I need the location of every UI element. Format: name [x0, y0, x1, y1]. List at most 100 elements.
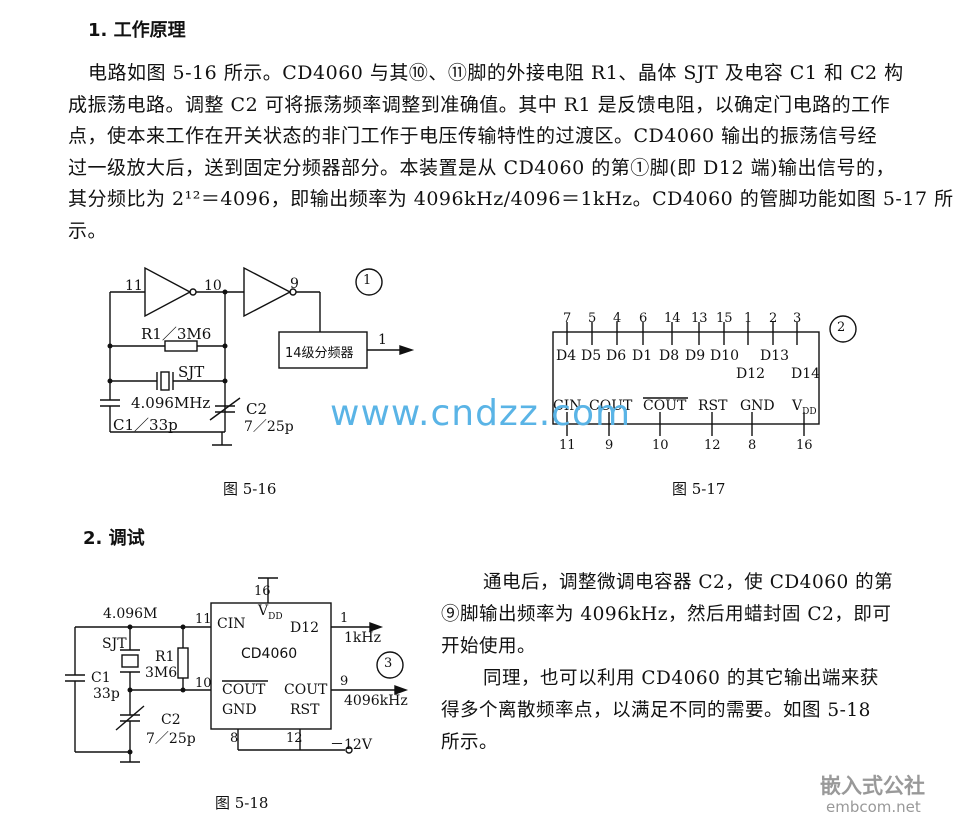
pin-number: 10: [652, 438, 669, 453]
pin-label: CIN: [553, 398, 582, 414]
c1-value-label: 33p: [93, 686, 120, 702]
para-line: 同理，也可以利用 CD4060 的其它输出端来获: [483, 668, 879, 689]
para-line: 成振荡电路。调整 C2 可将振荡频率调整到准确值。其中 R1 是反馈电阻，以确定…: [68, 93, 891, 116]
marker-1-label: 1: [363, 273, 372, 288]
pin-number: 8: [748, 438, 757, 453]
c1-label: C1: [91, 670, 111, 686]
c2-label: C2: [246, 400, 268, 418]
cout-bar-label: COUT: [222, 682, 266, 698]
section2-paragraph: 通电后，调整微调电容器 C2，使 CD4060 的第 ⑨脚输出频率为 4096k…: [441, 567, 893, 759]
para-line: 过一级放大后，送到固定分频器部分。本装置是从 CD4060 的第①脚(即 D12…: [68, 156, 896, 179]
sjt-label: SJT: [102, 636, 127, 652]
para-line: 示。: [68, 219, 108, 242]
pin-number: 15: [716, 311, 733, 326]
brand-name: 嵌入式公社: [820, 774, 925, 798]
pin-label: D1: [632, 348, 653, 364]
para-line: ⑨脚输出频率为 4096kHz，然后用蜡封固 C2，即可: [441, 604, 892, 625]
pin-number: 4: [613, 311, 622, 326]
fig517-caption: 图 5-17: [672, 480, 726, 498]
pin-10-label: 10: [204, 278, 222, 294]
bottom-pin-lines: [566, 412, 805, 436]
para-line: 电路如图 5-16 所示。CD4060 与其⑩、⑪脚的外接电阻 R1、晶体 SJ…: [88, 62, 904, 84]
pin-label: D5: [581, 348, 602, 364]
pin-number: 6: [639, 311, 648, 326]
pin-8-label: 8: [230, 731, 239, 746]
pin-label: GND: [740, 398, 775, 414]
pin-label-vdd: VDD: [792, 398, 817, 417]
pin-label: D8: [659, 348, 680, 364]
pin-number: 13: [691, 311, 708, 326]
fig517-marker: [829, 315, 857, 343]
section1-heading: 1. 工作原理: [88, 20, 186, 41]
para-line: 点，使本来工作在开关状态的非门工作于电压传输特性的过渡区。CD4060 输出的振…: [68, 125, 878, 147]
pin-label: D4: [556, 348, 577, 364]
pin-number: 14: [664, 311, 681, 326]
pin-number: 9: [605, 438, 614, 453]
pin-number: 1: [744, 311, 753, 326]
output-1khz-label: 1kHz: [344, 630, 381, 646]
section1-paragraph: 电路如图 5-16 所示。CD4060 与其⑩、⑪脚的外接电阻 R1、晶体 SJ…: [68, 58, 954, 247]
pin-11-label: 11: [195, 612, 212, 627]
vneg-label: －12V: [330, 737, 372, 753]
rst-label: RST: [290, 702, 320, 718]
section2-heading: 2. 调试: [83, 528, 145, 549]
cd4060-chip-box: [210, 602, 332, 730]
cin-label: CIN: [217, 616, 246, 632]
para-line: 通电后，调整微调电容器 C2，使 CD4060 的第: [483, 572, 894, 593]
chip-name: CD4060: [241, 646, 298, 662]
c1-label: C1／33p: [113, 416, 178, 434]
fig518-caption: 图 5-18: [215, 794, 269, 812]
cout-label: COUT: [284, 682, 328, 698]
r1-value-label: 3M6: [145, 665, 178, 681]
c2-value-label: 7／25p: [146, 731, 196, 747]
pin-label: D13: [760, 348, 790, 364]
crystal-freq-label: 4.096MHz: [131, 394, 211, 412]
top-pin-lines: [566, 322, 798, 345]
d12-label: D12: [290, 620, 320, 636]
crystal-freq-label: 4.096M: [103, 606, 158, 622]
pin-10-label: 10: [195, 676, 212, 691]
para-line: 所示。: [441, 732, 499, 753]
marker-2-label: 2: [837, 320, 846, 335]
pin-12-label: 12: [286, 731, 303, 746]
inverter-1: [144, 266, 192, 318]
pin-9-label: 9: [340, 674, 349, 689]
pin-11-label: 11: [125, 278, 143, 294]
para-line: 其分频比为 2¹²＝4096，即输出频率为 4096kHz/4096＝1kHz。…: [68, 188, 954, 210]
pin-number: 5: [588, 311, 597, 326]
pin-label: D14: [791, 366, 821, 382]
pin-label: COUT: [643, 398, 687, 414]
fig516-marker: [355, 268, 383, 296]
watermark: www.cndzz.com: [330, 393, 632, 434]
pin-1-label: 1: [340, 611, 349, 626]
brand-url: embcom.net: [826, 798, 921, 816]
pin-16-label: 16: [254, 584, 271, 599]
pin-label: D6: [606, 348, 627, 364]
inverter-2: [243, 266, 292, 318]
para-line: 开始使用。: [441, 636, 537, 657]
pin-number: 11: [559, 438, 576, 453]
pin-label: RST: [698, 398, 728, 414]
pin-number: 12: [704, 438, 721, 453]
output-pin-1-label: 1: [378, 332, 387, 348]
sjt-label: SJT: [178, 363, 205, 381]
pin-number: 16: [796, 438, 813, 453]
output-4096khz-label: 4096kHz: [344, 693, 408, 709]
fig518-marker: [376, 651, 404, 679]
r1-label: R1: [155, 649, 175, 665]
pin-number: 7: [563, 311, 572, 326]
gnd-label: GND: [222, 702, 257, 718]
pin-label: D12: [736, 366, 766, 382]
marker-3-label: 3: [384, 656, 393, 671]
r1-label: R1／3M6: [141, 325, 212, 343]
pin-9-label: 9: [290, 276, 299, 292]
pin-number: 2: [769, 311, 778, 326]
fig516-caption: 图 5-16: [223, 480, 277, 498]
divider-label: 14级分频器: [285, 346, 354, 361]
c2-label: C2: [161, 712, 181, 728]
pin-number: 3: [793, 311, 802, 326]
c2-value-label: 7／25p: [244, 419, 294, 435]
pin-label: D10: [710, 348, 740, 364]
vdd-label: VDD: [258, 603, 283, 622]
